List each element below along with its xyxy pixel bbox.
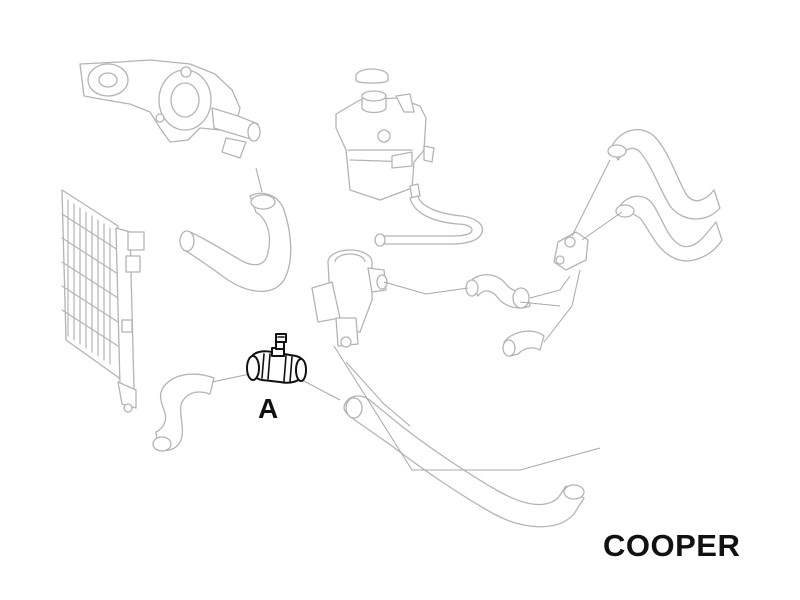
lower-left-hose (152, 373, 215, 452)
tank-pipe (374, 195, 483, 247)
part-callout-label: A (258, 393, 279, 424)
thermostat-housing (311, 249, 388, 348)
water-pump (79, 59, 261, 159)
radiator (61, 189, 145, 413)
right-elbow-hose (502, 330, 545, 357)
right-small-hose (465, 274, 531, 309)
upper-left-hose (179, 192, 292, 293)
heater-hoses (553, 129, 723, 271)
long-lower-hose (343, 395, 585, 528)
expansion-tank (335, 68, 435, 201)
model-label: COOPER (603, 528, 741, 563)
highlighted-part-a (246, 333, 307, 384)
leader-lines (211, 159, 623, 471)
